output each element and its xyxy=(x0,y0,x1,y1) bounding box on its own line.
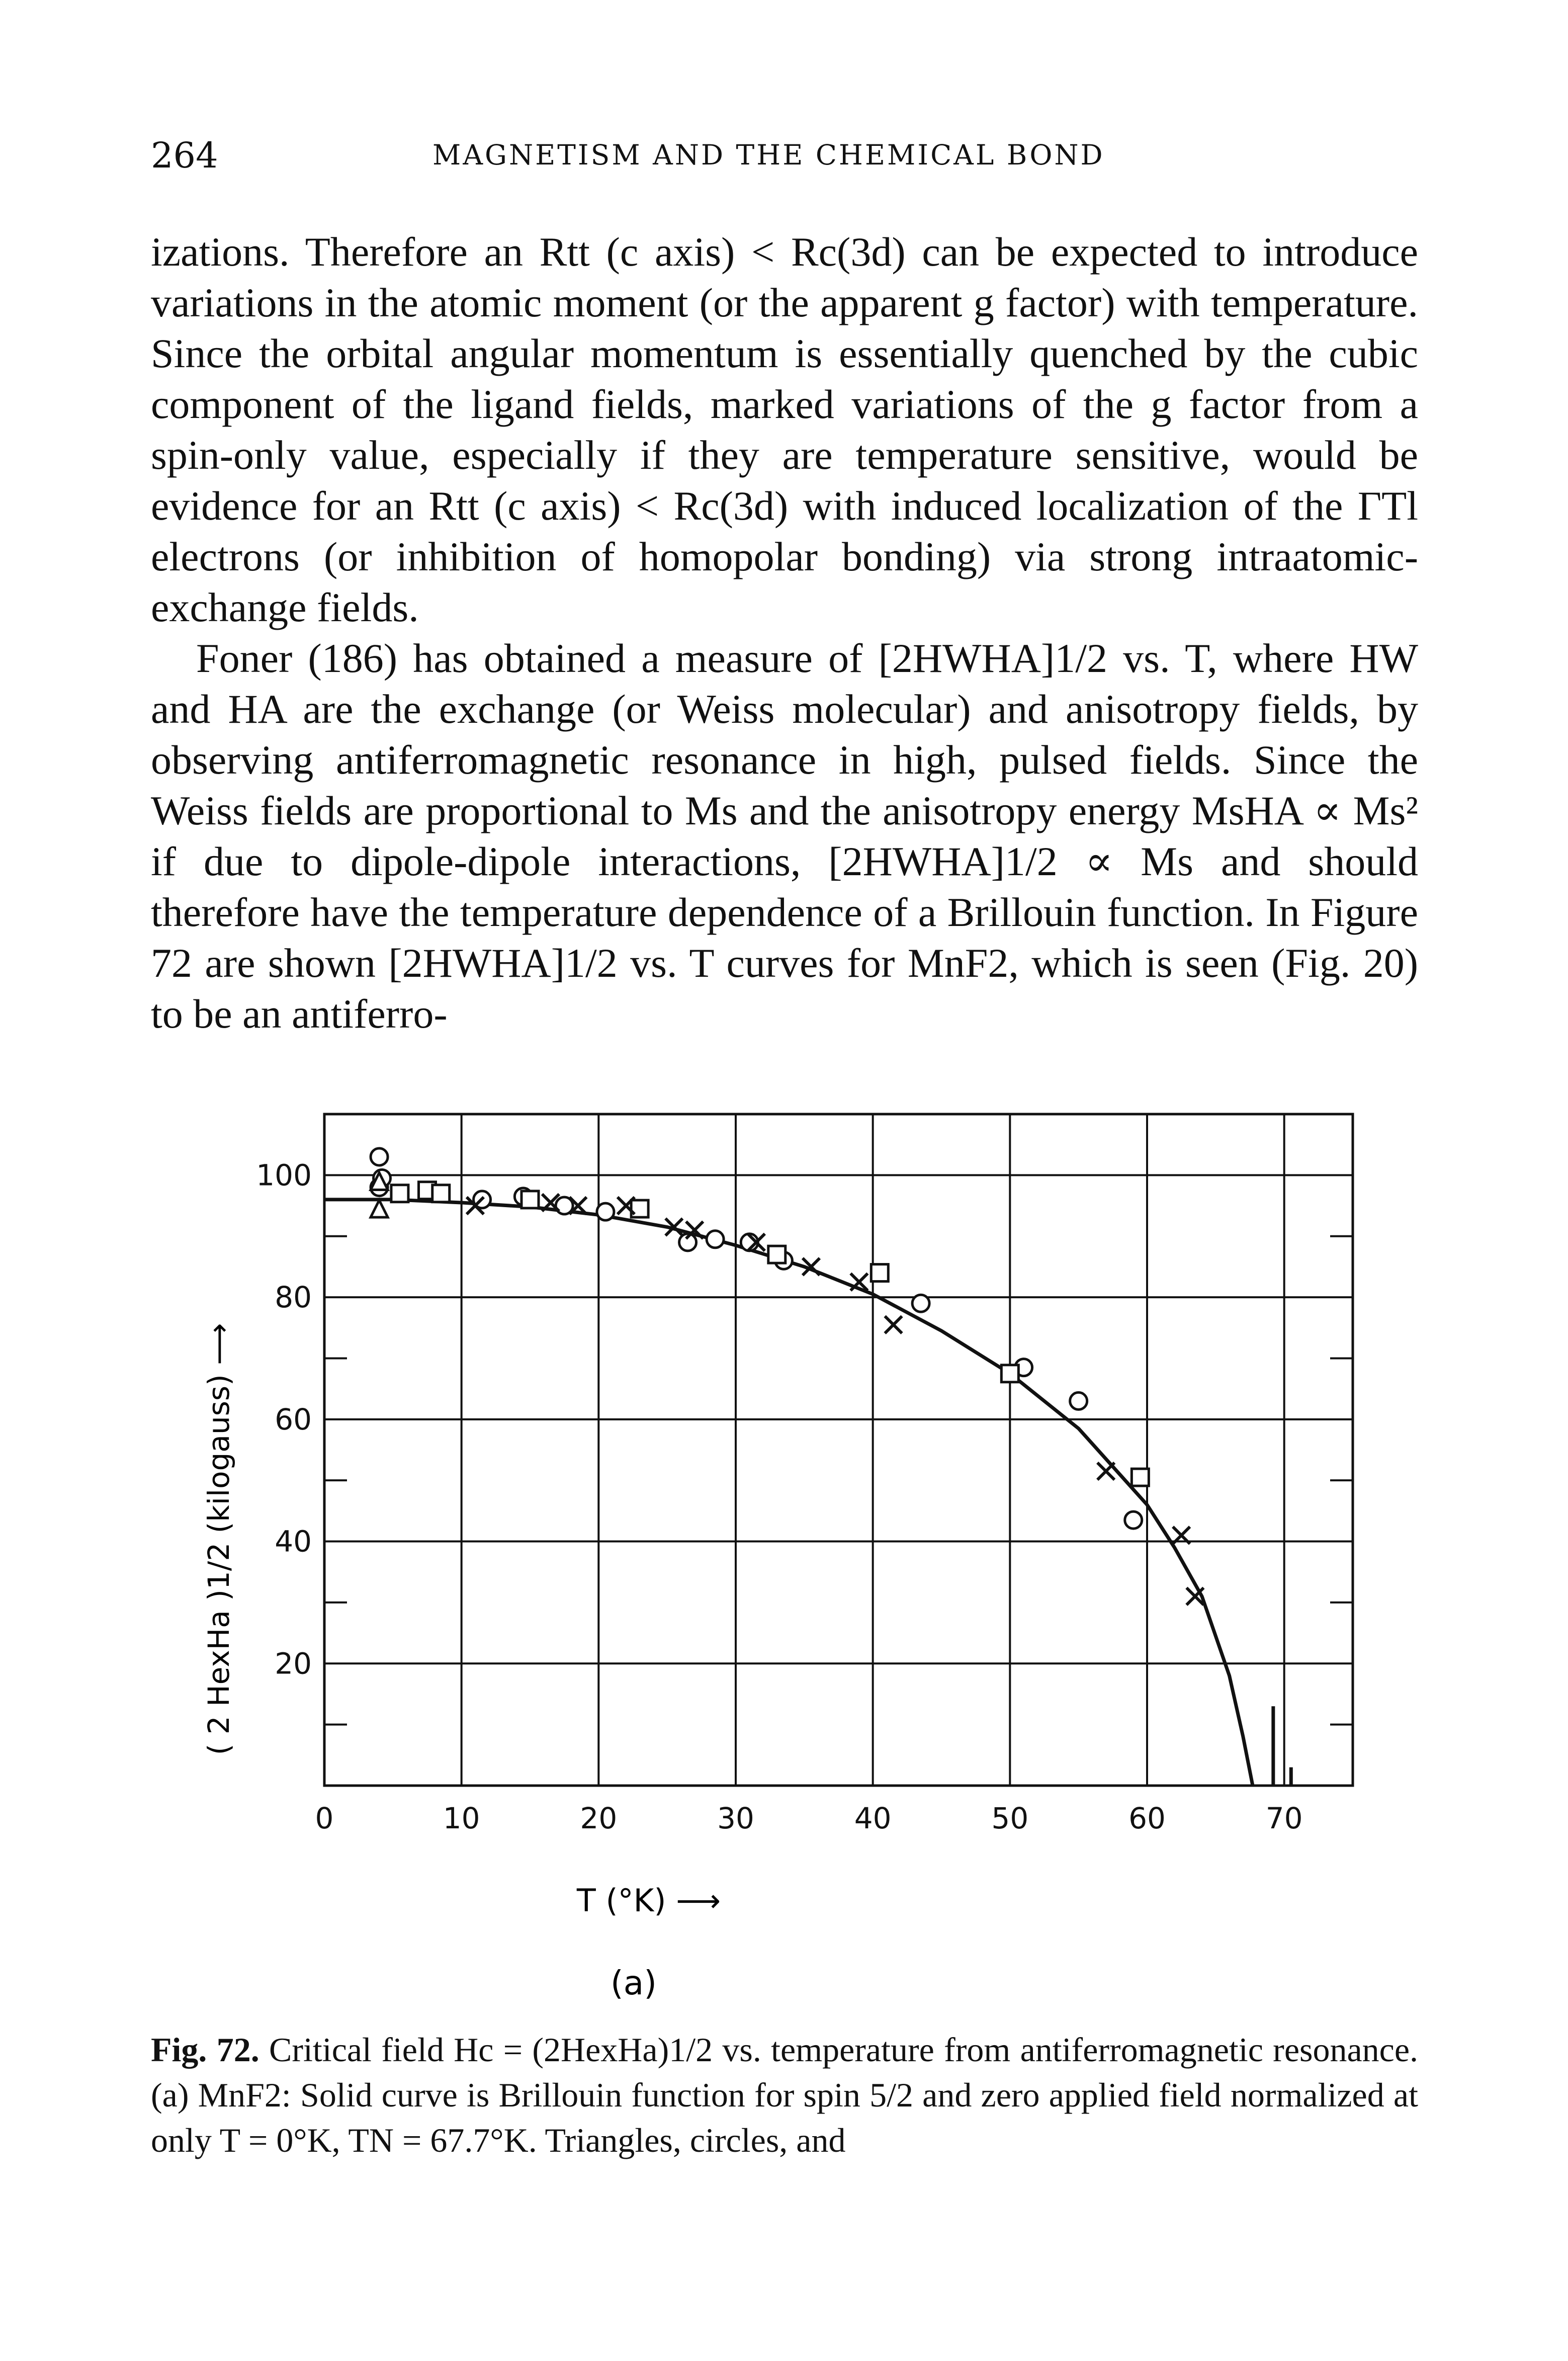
square-marker xyxy=(520,1190,540,1210)
running-head: MAGNETISM AND THE CHEMICAL BOND xyxy=(432,139,1105,171)
cross-marker xyxy=(568,1196,588,1216)
cross-marker xyxy=(849,1272,869,1292)
paragraph-1: izations. Therefore an Rtt (c axis) < Rc… xyxy=(151,229,1418,630)
x-tick-label: 20 xyxy=(580,1801,617,1835)
square-marker xyxy=(869,1263,890,1283)
y-tick-label: 40 xyxy=(275,1525,312,1559)
cross-marker xyxy=(541,1193,561,1213)
y-axis-label: ( 2 HexHa )1/2 (kilogauss) ⟶ xyxy=(202,1323,236,1755)
square-marker xyxy=(431,1184,451,1204)
brillouin-curve xyxy=(324,1198,1255,1786)
page-header: 264 MAGNETISM AND THE CHEMICAL BOND xyxy=(151,135,1418,180)
caption-text: Critical field Hc = (2HexHa)1/2 vs. temp… xyxy=(151,2031,1419,2159)
page-number: 264 xyxy=(151,135,218,176)
square-marker xyxy=(1130,1467,1150,1487)
cross-marker xyxy=(664,1217,684,1237)
cross-marker xyxy=(1185,1586,1205,1606)
chart: 0 10 20 30 40 50 60 70 20 40 60 80 100 T (°K) ⟶ ( 2 … xyxy=(202,1113,1354,2002)
circle-marker xyxy=(1123,1510,1144,1530)
panel-label: (a) xyxy=(611,1964,657,2002)
square-marker xyxy=(767,1244,787,1264)
circle-marker xyxy=(1069,1391,1089,1411)
x-tick-label: 10 xyxy=(443,1801,480,1835)
x-tick-label: 70 xyxy=(1266,1801,1303,1835)
circle-marker xyxy=(369,1147,389,1167)
x-tick-label: 60 xyxy=(1128,1801,1166,1835)
body-text: izations. Therefore an Rtt (c axis) < Rc… xyxy=(151,226,1418,1039)
y-tick-label: 60 xyxy=(275,1402,312,1437)
caption-label: Fig. 72. xyxy=(151,2031,259,2069)
x-tick-label: 40 xyxy=(854,1801,892,1835)
triangle-marker xyxy=(369,1197,390,1219)
x-tick-label: 50 xyxy=(991,1801,1028,1835)
figure-caption: Fig. 72. Critical field Hc = (2HexHa)1/2… xyxy=(151,2027,1418,2163)
cross-marker xyxy=(1096,1461,1116,1481)
cross-marker xyxy=(746,1232,766,1252)
square-marker xyxy=(1000,1364,1020,1384)
figure-72: 0 10 20 30 40 50 60 70 20 40 60 80 100 T (°K) ⟶ ( 2 … xyxy=(181,1097,1388,2027)
x-axis-label: T (°K) ⟶ xyxy=(576,1882,721,1919)
circle-marker xyxy=(911,1293,931,1313)
cross-marker xyxy=(616,1196,636,1216)
circle-marker xyxy=(678,1232,698,1252)
cross-marker xyxy=(465,1196,485,1216)
plot-frame xyxy=(323,1113,1354,1787)
x-tick-label: 0 xyxy=(315,1801,334,1835)
x-tick-label: 30 xyxy=(717,1801,754,1835)
circle-marker xyxy=(595,1202,616,1222)
y-tick-label: 20 xyxy=(275,1646,312,1680)
cross-marker xyxy=(1172,1526,1191,1545)
cross-marker xyxy=(685,1220,705,1240)
circle-marker xyxy=(705,1229,725,1249)
triangle-marker xyxy=(369,1169,390,1191)
y-tick-label: 100 xyxy=(256,1158,312,1192)
cross-marker xyxy=(884,1315,903,1334)
paragraph-2: Foner (186) has obtained a measure of [2… xyxy=(151,635,1418,1037)
y-tick-label: 80 xyxy=(275,1280,312,1314)
cross-marker xyxy=(801,1257,821,1277)
square-marker xyxy=(390,1184,410,1204)
